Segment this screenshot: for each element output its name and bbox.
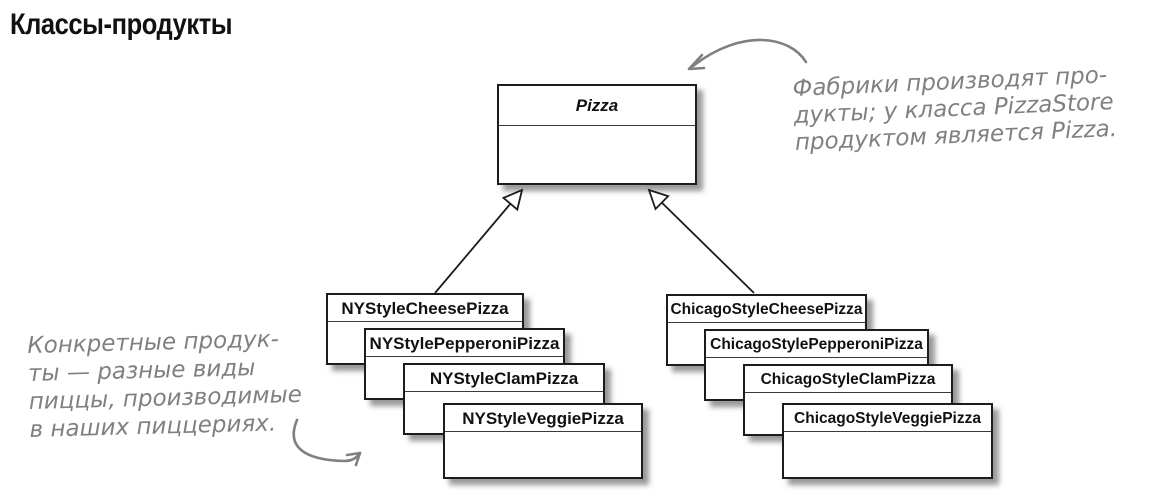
sketch-arrow-to-pizza — [691, 38, 808, 68]
class-box-pizza: Pizza — [497, 84, 697, 185]
inheritance-arrowhead-ny — [501, 188, 524, 212]
class-name: ChicagoStyleVeggiePizza — [784, 405, 991, 432]
class-name: NYStyleCheesePizza — [328, 295, 522, 322]
class-name: NYStyleClamPizza — [405, 365, 603, 392]
class-box-chicagostyleveggiepizza: ChicagoStyleVeggiePizza — [782, 403, 993, 479]
class-name-pizza: Pizza — [499, 86, 695, 126]
products-note: Конкретные продук- ты — разные виды пицц… — [27, 325, 303, 444]
class-name: NYStylePepperoniPizza — [366, 330, 563, 357]
inheritance-line-ny — [434, 203, 512, 294]
class-box-nystyleveggiepizza: NYStyleVeggiePizza — [443, 403, 643, 479]
class-name: ChicagoStyleCheesePizza — [668, 296, 865, 323]
sketch-arrowhead-to-pizza — [687, 53, 706, 71]
inheritance-arrowhead-chicago — [647, 188, 670, 211]
class-name: ChicagoStylePepperoniPizza — [706, 331, 927, 358]
sketch-arrowhead-to-stack — [345, 451, 362, 467]
sketch-arrow-to-stack — [292, 418, 362, 463]
page-title: Классы-продукты — [10, 8, 233, 41]
inheritance-line-chicago — [661, 201, 755, 294]
class-name: NYStyleVeggiePizza — [445, 405, 641, 432]
factory-note: Фабрики производят про- дукты; у класса … — [792, 62, 1118, 157]
class-name: ChicagoStyleClamPizza — [745, 366, 951, 393]
products-note-line: в наших пиццериях. — [29, 410, 277, 443]
